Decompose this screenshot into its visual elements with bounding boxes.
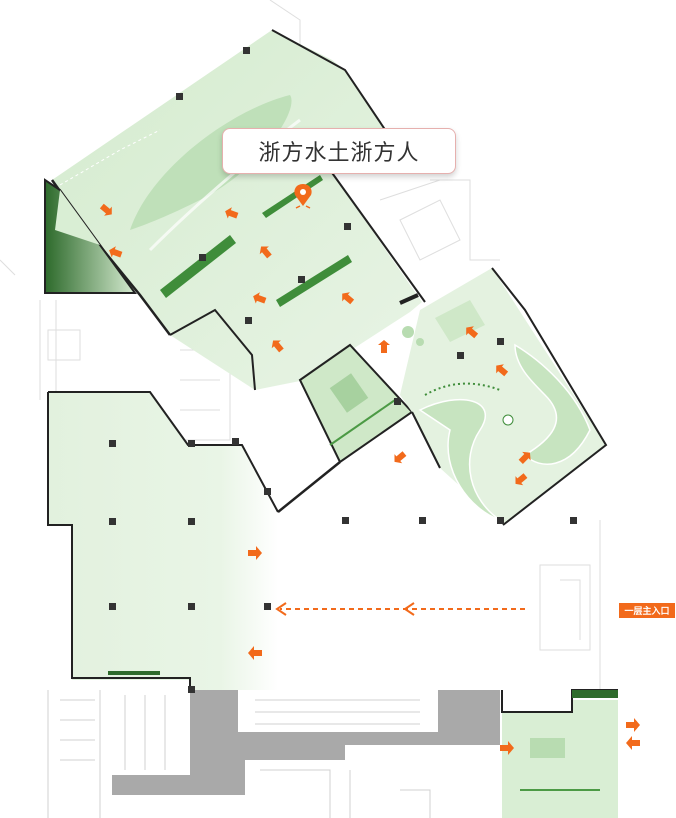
north-wall-top: [271, 29, 393, 141]
restroom-lines: [47, 690, 431, 818]
escalator-area: [238, 690, 438, 732]
door-block: [399, 293, 419, 305]
restroom-area: [112, 690, 190, 775]
location-pin-icon: [294, 184, 312, 209]
green-bar-2: [276, 255, 352, 307]
garden-tree-2: [416, 338, 424, 346]
inner-wall-b: [277, 461, 341, 513]
wedge-light: [55, 190, 100, 245]
shop-green-strip: [572, 690, 618, 698]
location-label: 浙方水土浙方人: [258, 141, 420, 166]
garden-zone: [400, 268, 606, 525]
main-hall-wall-left: [47, 392, 191, 690]
garden-tree-3: [502, 414, 514, 426]
center-room-table: [329, 373, 369, 413]
location-callout[interactable]: 浙方水土浙方人: [222, 128, 456, 174]
center-room-bar: [329, 399, 396, 446]
garden-dots: [424, 382, 501, 396]
main-hall-green-strip: [108, 671, 160, 675]
small-room: [435, 300, 485, 342]
main-entrance-label: 一层主入口: [624, 607, 670, 617]
garden-river: [418, 398, 501, 521]
garden-tree-1: [402, 326, 414, 338]
route-arrowhead-1: [275, 602, 287, 616]
shop-zone: [502, 700, 618, 818]
columns: [109, 47, 577, 693]
main-entrance-badge[interactable]: 一层主入口: [619, 603, 675, 618]
main-hall-zone: [48, 392, 278, 690]
route-arrowhead-2: [403, 602, 415, 616]
background-architecture: [0, 0, 601, 690]
shop-table: [530, 738, 565, 758]
north-wall-right: [329, 169, 426, 303]
orange-direction-arrow-icon: [99, 203, 640, 755]
escalator-lines: [255, 699, 420, 725]
inner-wall-c: [411, 411, 441, 469]
garden-wall: [491, 267, 608, 526]
green-bar-1: [160, 235, 236, 298]
inner-wall-a: [169, 308, 256, 391]
